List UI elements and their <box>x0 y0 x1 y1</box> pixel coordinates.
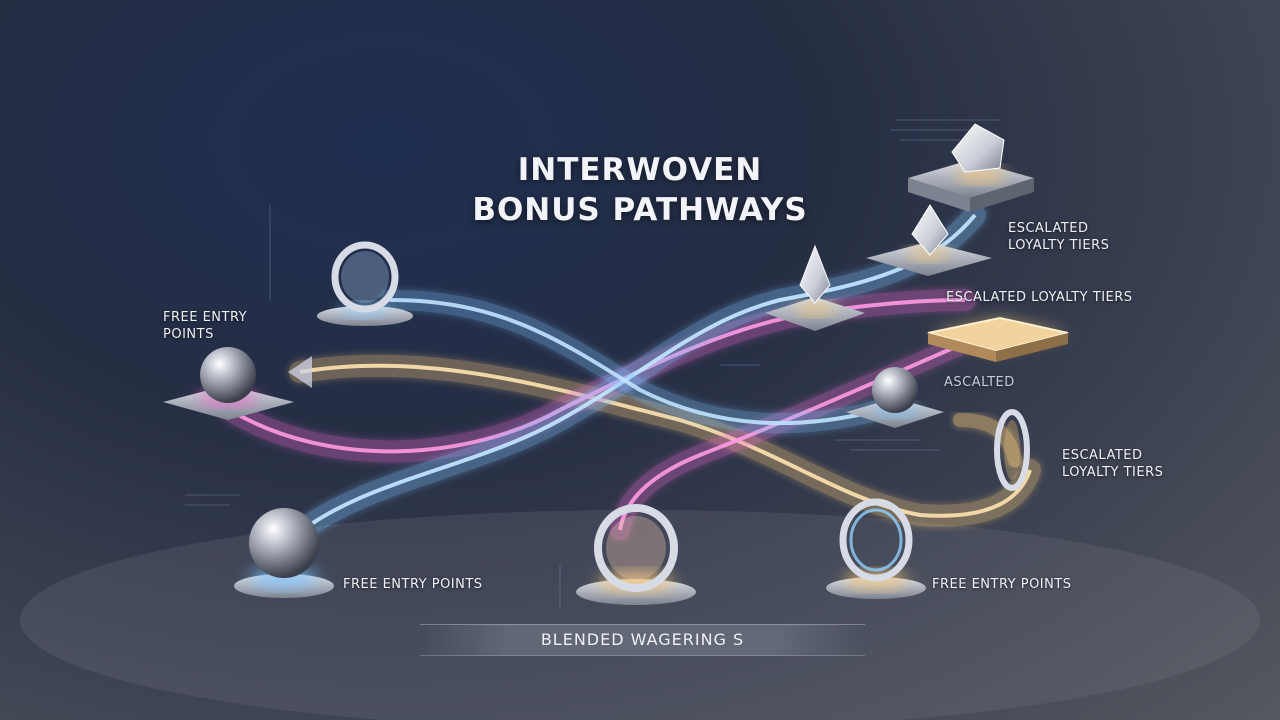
sphere-node-bottom-left <box>234 508 334 598</box>
data-lines-decoration <box>185 119 1000 610</box>
ring-node-bottom-right <box>826 498 926 599</box>
title-line-1: INTERWOVEN <box>517 152 763 188</box>
glowing-plate-node <box>927 316 1069 362</box>
label-line: ESCALATED <box>1062 448 1143 463</box>
label-line: LOYALTY TIERS <box>1062 465 1164 480</box>
ring-node-right <box>994 409 1030 491</box>
label-free-entry-bottom-right: FREE ENTRY POINTS <box>932 577 1072 592</box>
label-free-entry-left: FREE ENTRY POINTS <box>163 309 247 343</box>
label-line: FREE ENTRY <box>163 310 248 325</box>
gem-node-medium <box>866 204 992 276</box>
label-escalated-right: ESCALATED LOYALTY TIERS <box>1062 447 1163 481</box>
label-ascalted: ASCALTED <box>944 375 1015 390</box>
sphere-node-right <box>846 367 944 428</box>
sphere-node-left <box>163 347 294 420</box>
label-escalated-mid: ESCALATED LOYALTY TIERS <box>946 290 1133 305</box>
floor-haze <box>20 510 1260 720</box>
label-line: LOYALTY TIERS <box>1008 238 1110 253</box>
gold-path-arrowhead <box>288 356 312 388</box>
bottom-banner: BLENDED WAGERING S <box>420 624 865 656</box>
diagram-title: INTERWOVEN BONUS PATHWAYS <box>440 150 840 230</box>
title-line-2: BONUS PATHWAYS <box>472 192 808 228</box>
label-free-entry-bottom-left: FREE ENTRY POINTS <box>343 577 483 592</box>
blue-path <box>288 213 977 542</box>
ring-node-bottom-center <box>576 504 696 605</box>
ring-node-top-left <box>317 241 413 326</box>
gem-node-small <box>765 244 865 331</box>
gem-node-large <box>908 123 1034 212</box>
banner-text: BLENDED WAGERING S <box>540 630 745 649</box>
blue-path-upper <box>389 298 881 426</box>
label-escalated-top: ESCALATED LOYALTY TIERS <box>1008 220 1109 254</box>
label-line: ESCALATED <box>1008 221 1089 236</box>
label-line: POINTS <box>163 327 214 342</box>
